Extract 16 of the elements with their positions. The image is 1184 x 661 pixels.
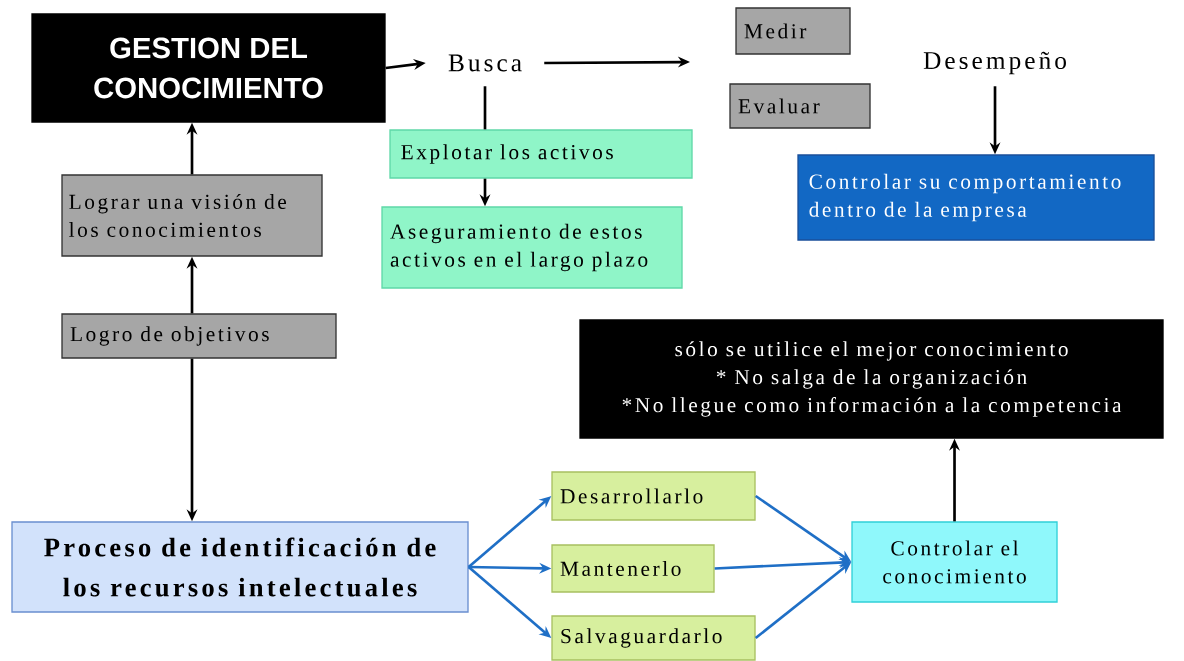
process-box: Explotar los activos	[389, 129, 693, 179]
note-box: sólo se utilice el mejor conocimiento * No salga de la organización *No llegue como información a la competencia	[579, 319, 1164, 439]
process-box: Mantenerlo	[551, 544, 715, 593]
word-label: Busca	[448, 54, 522, 72]
process-box: Controlar su comportamiento dentro de la empresa	[797, 154, 1155, 241]
process-box: Lograr una visión de los conocimientos	[61, 174, 323, 257]
process-box: Aseguramiento de estos activos en el largo plazo	[381, 206, 683, 289]
title-box: GESTION DEL CONOCIMIENTO	[31, 13, 386, 123]
process-box: Evaluar	[729, 83, 871, 129]
process-box: Logro de objetivos	[61, 313, 337, 359]
process-box: Desarrollarlo	[551, 471, 756, 521]
process-box: Controlar el conocimiento	[851, 521, 1058, 603]
process-box: Medir	[735, 7, 851, 55]
process-box: Proceso de identificación de los recursos intelectuales	[11, 521, 469, 613]
process-box: Salvaguardarlo	[551, 615, 756, 661]
word-label: Desempeño	[923, 51, 1066, 75]
